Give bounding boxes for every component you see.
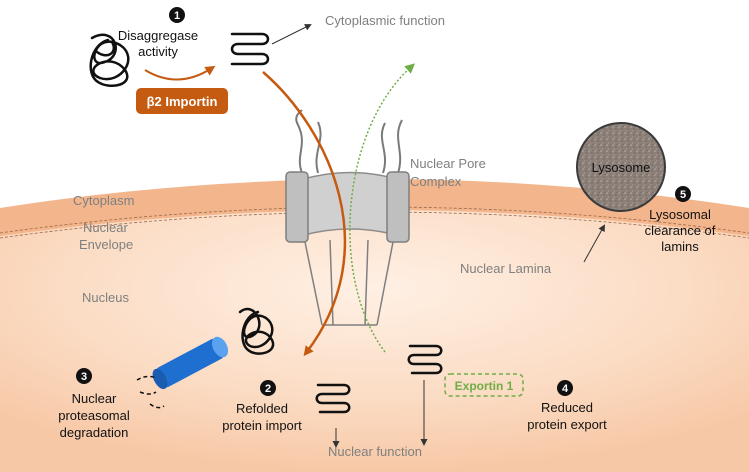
- step-1-badge: 1: [169, 7, 185, 23]
- step-3-badge: 3: [76, 368, 92, 384]
- npc-label-line2: Complex: [410, 174, 462, 189]
- step-2-label-line2: protein import: [222, 418, 302, 433]
- export-arrow: [349, 63, 415, 353]
- refolded-protein-export: [407, 344, 443, 375]
- nucleus-interior: [0, 210, 749, 472]
- step-1-label-line1: Disaggregase: [118, 28, 198, 43]
- lysosome-label: Lysosome: [592, 160, 651, 175]
- aggregated-protein-nucleus: [238, 308, 275, 355]
- importin-label: β2 Importin: [147, 94, 218, 109]
- step-3-label-line3: degradation: [60, 425, 129, 440]
- nuclear-lamina-label: Nuclear Lamina: [460, 261, 552, 276]
- nucleus-label: Nucleus: [82, 290, 129, 305]
- step-4-badge: 4: [557, 380, 573, 396]
- refolded-protein-cytoplasm: [230, 32, 270, 66]
- envelope-label-line1: Nuclear: [83, 220, 128, 235]
- step-4-label-line1: Reduced: [541, 400, 593, 415]
- import-arrow: [262, 71, 347, 357]
- step-5-label-line1: Lysosomal: [649, 207, 711, 222]
- refolded-protein-import: [315, 383, 351, 414]
- svg-text:4: 4: [562, 383, 569, 395]
- svg-text:5: 5: [680, 189, 686, 201]
- arrow-to-cytoplasmic-function: [271, 24, 312, 45]
- step-2-badge: 2: [260, 380, 276, 396]
- svg-text:1: 1: [174, 10, 180, 22]
- step-4-label-line2: protein export: [527, 417, 607, 432]
- nuclear-pore-complex: [285, 109, 410, 326]
- step-1-label-line2: activity: [138, 44, 178, 59]
- npc-label-line1: Nuclear Pore: [410, 156, 486, 171]
- cytoplasm-label: Cytoplasm: [73, 193, 134, 208]
- disaggregase-arrow: [144, 65, 216, 81]
- step-5-label-line2: clearance of: [645, 223, 716, 238]
- step-5-badge: 5: [675, 186, 691, 202]
- step-3-label-line2: proteasomal: [58, 408, 130, 423]
- envelope-label-line2: Envelope: [79, 237, 133, 252]
- svg-text:3: 3: [81, 371, 87, 383]
- exportin-label: Exportin 1: [455, 379, 514, 393]
- proteasome: [136, 336, 229, 409]
- importin-badge-bg: [136, 88, 228, 114]
- nuclear-function-label: Nuclear function: [328, 444, 422, 459]
- arrow-to-lysosome: [583, 224, 605, 263]
- lysosome: [576, 122, 666, 212]
- aggregated-protein-cytoplasm: [89, 33, 130, 87]
- step-2-label-line1: Refolded: [236, 401, 288, 416]
- cytoplasmic-function-label: Cytoplasmic function: [325, 13, 445, 28]
- step-5-label-line3: lamins: [661, 239, 699, 254]
- svg-text:2: 2: [265, 383, 271, 395]
- step-3-label-line1: Nuclear: [72, 391, 117, 406]
- exportin-box: [444, 373, 524, 397]
